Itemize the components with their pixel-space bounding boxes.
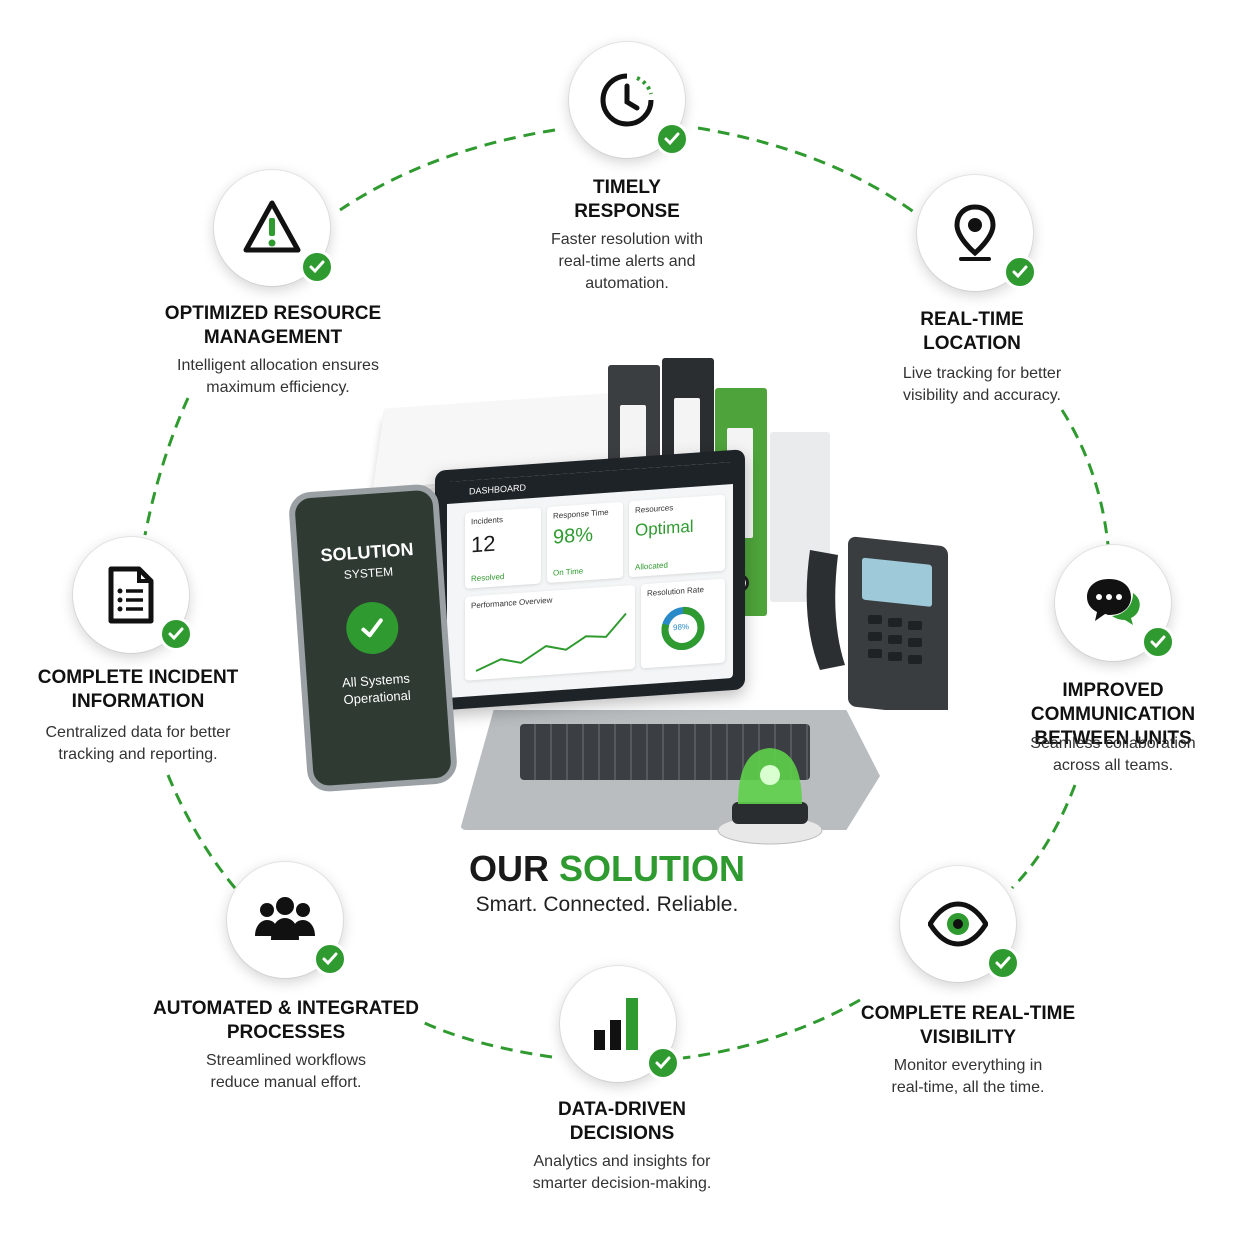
resolution-value: 98% bbox=[673, 622, 690, 633]
check-icon bbox=[646, 1046, 680, 1080]
check-icon bbox=[1141, 625, 1175, 659]
center-subtitle: Smart. Connected. Reliable. bbox=[475, 893, 739, 916]
phone-status: All Systems Operational bbox=[341, 670, 412, 708]
real-time-visibility-badge bbox=[900, 866, 1020, 982]
center-title: OUR SOLUTION bbox=[407, 848, 807, 890]
feature-description: Centralized data for better tracking and… bbox=[45, 724, 231, 763]
feature-title: COMPLETE INCIDENT INFORMATION bbox=[37, 667, 239, 712]
check-icon bbox=[1003, 255, 1037, 289]
timely-response-badge bbox=[569, 42, 689, 158]
desk-phone bbox=[806, 536, 948, 710]
resources-value: Optimal bbox=[635, 516, 694, 540]
automated-processes-badge bbox=[227, 862, 347, 978]
data-driven-badge bbox=[560, 966, 680, 1082]
feature-description: Seamless collaboration across all teams. bbox=[1030, 735, 1196, 774]
performance-card: Performance Overview bbox=[465, 584, 635, 681]
feature-description: Live tracking for better visibility and … bbox=[902, 365, 1062, 404]
center-title-word1: OUR bbox=[468, 848, 549, 889]
feature-title: OPTIMIZED RESOURCE MANAGEMENT bbox=[164, 303, 382, 348]
warning-triangle-icon bbox=[243, 200, 301, 253]
feature-title: COMPLETE REAL-TIME VISIBILITY bbox=[860, 1003, 1076, 1048]
feature-title: DATA-DRIVEN DECISIONS bbox=[557, 1099, 687, 1144]
resources-card: Resources Optimal Allocated bbox=[629, 494, 725, 578]
check-icon bbox=[313, 942, 347, 976]
feature-title: REAL-TIME LOCATION bbox=[920, 309, 1024, 354]
feature-description: Faster resolution with real-time alerts … bbox=[550, 231, 704, 292]
feature-description: Intelligent allocation ensures maximum e… bbox=[177, 357, 379, 396]
location-pin-icon bbox=[954, 204, 996, 261]
response-time-card: Response Time 98% On Time bbox=[547, 501, 623, 584]
green-siren-light bbox=[717, 748, 823, 845]
feature-title: AUTOMATED & INTEGRATED PROCESSES bbox=[153, 998, 419, 1043]
feature-description: Analytics and insights for smarter decis… bbox=[532, 1153, 712, 1192]
performance-line-chart bbox=[475, 612, 627, 672]
eye-icon bbox=[928, 901, 988, 947]
feature-title: IMPROVED COMMUNICATION BETWEEN UNITS bbox=[1030, 680, 1196, 749]
response-value: 98% bbox=[553, 523, 594, 549]
check-icon bbox=[159, 617, 193, 651]
document-list-icon bbox=[108, 566, 154, 624]
incident-information-badge bbox=[73, 537, 193, 653]
feature-title: TIMELY RESPONSE bbox=[574, 177, 680, 222]
incidents-value: 12 bbox=[471, 530, 496, 558]
clock-icon bbox=[600, 73, 654, 127]
resolution-card: Resolution Rate 98% bbox=[641, 578, 725, 669]
check-icon bbox=[300, 250, 334, 284]
smartphone: SOLUTION SYSTEM All Systems Operational bbox=[287, 483, 459, 793]
phone-check-icon bbox=[344, 600, 401, 656]
real-time-location-badge bbox=[917, 175, 1037, 291]
feature-description: Monitor everything in real-time, all the… bbox=[891, 1057, 1045, 1096]
bar-chart-icon bbox=[594, 998, 638, 1050]
check-icon bbox=[655, 122, 689, 156]
check-icon bbox=[986, 946, 1020, 980]
incidents-card: Incidents 12 Resolved bbox=[465, 507, 541, 589]
improved-communication-badge bbox=[1055, 545, 1175, 661]
people-group-icon bbox=[255, 897, 315, 940]
resource-management-badge bbox=[214, 170, 334, 286]
devices-illustration: DASHBOARD Incidents 12 Resolved Response… bbox=[287, 340, 990, 860]
center-title-word2: SOLUTION bbox=[559, 848, 745, 889]
laptop-screen: DASHBOARD Incidents 12 Resolved Response… bbox=[435, 449, 745, 711]
feature-description: Streamlined workflows reduce manual effo… bbox=[205, 1052, 367, 1091]
chat-bubbles-icon bbox=[1087, 579, 1140, 625]
resolution-donut bbox=[661, 606, 705, 651]
